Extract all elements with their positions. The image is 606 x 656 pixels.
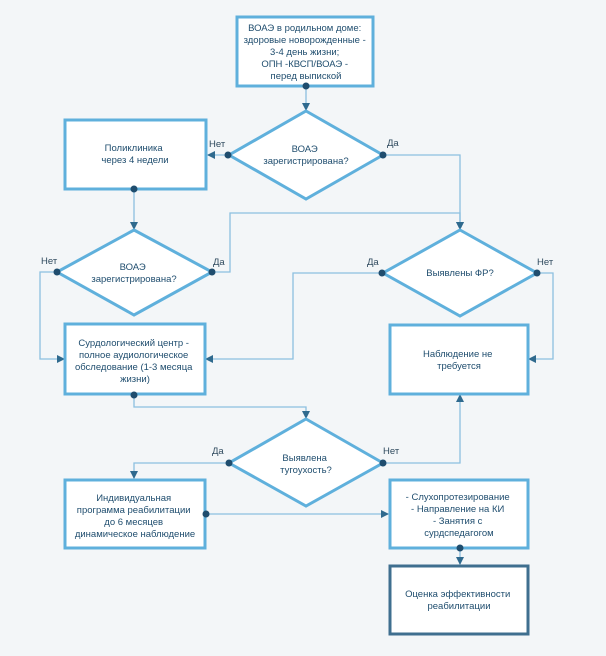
- node-treat-text: - Слухопротезирование - Направление на К…: [406, 492, 513, 539]
- label-d2-yes: Да: [213, 257, 225, 268]
- dot: [456, 544, 464, 552]
- dot: [224, 151, 232, 159]
- edge-d1-yes-to-d3: [383, 154, 464, 230]
- label-d3-yes: Да: [367, 257, 379, 268]
- edge-d2-no-to-surdo: [39, 271, 65, 363]
- node-observe: Наблюдение не требуется: [388, 323, 530, 396]
- node-clinic: Поликлиника через 4 недели: [63, 118, 208, 191]
- node-final-text: Оценка эффективности реабилитации: [405, 589, 513, 612]
- edge-d3-no-to-observe: [528, 272, 554, 363]
- connection-dots: [53, 82, 541, 552]
- label-d2-no: Нет: [41, 256, 58, 267]
- edge-labels: Нет Да Нет Да Да Нет Да Нет: [41, 138, 554, 457]
- label-d4-yes: Да: [212, 446, 224, 457]
- edge-d2-yes-to-d3: [212, 212, 464, 273]
- edge-d4-yes-to-program: [130, 462, 229, 479]
- decision-d2-text: ВОАЭ зарегистрирована?: [91, 262, 176, 285]
- decision-d4: Выявлена тугоухость?: [225, 417, 387, 508]
- decision-d4-text: Выявлена тугоухость?: [280, 453, 332, 476]
- dot: [130, 391, 138, 399]
- label-d3-no: Нет: [537, 257, 554, 268]
- dot: [130, 185, 138, 193]
- edges: [39, 86, 554, 565]
- dot: [379, 459, 387, 467]
- decision-d1: ВОАЭ зарегистрирована?: [225, 109, 387, 201]
- dot: [533, 269, 541, 277]
- decision-d3: Выявлены ФР?: [379, 228, 541, 318]
- node-observe-text: Наблюдение не требуется: [423, 349, 495, 372]
- label-d4-no: Нет: [383, 446, 400, 457]
- label-d1-yes: Да: [387, 138, 399, 149]
- node-program: Индивидуальная программа реабилитации до…: [63, 478, 207, 550]
- dot: [53, 268, 61, 276]
- node-start: ВОАЭ в родильном доме: здоровые новорожд…: [235, 15, 375, 88]
- label-d1-no: Нет: [209, 139, 226, 150]
- node-clinic-text: Поликлиника через 4 недели: [101, 143, 168, 166]
- dot: [302, 82, 310, 90]
- dot: [202, 510, 210, 518]
- node-final: Оценка эффективности реабилитации: [388, 564, 530, 636]
- dot: [208, 268, 216, 276]
- node-treat: - Слухопротезирование - Направление на К…: [388, 478, 530, 550]
- decision-d3-text: Выявлены ФР?: [426, 268, 494, 279]
- node-program-text: Индивидуальная программа реабилитации до…: [75, 493, 195, 540]
- node-start-text: ВОАЭ в родильном доме: здоровые новорожд…: [244, 23, 369, 82]
- decision-d2: ВОАЭ зарегистрирована?: [53, 228, 216, 317]
- dot: [379, 151, 387, 159]
- dot: [378, 269, 386, 277]
- edge-d3-yes-to-surdo: [205, 272, 382, 363]
- edge-d4-no-to-observe: [383, 394, 464, 464]
- node-surdo: Сурдологический центр - полное аудиологи…: [63, 322, 207, 396]
- dot: [225, 459, 233, 467]
- node-surdo-text: Сурдологический центр - полное аудиологи…: [75, 338, 195, 385]
- edge-surdo-to-d4: [133, 395, 310, 419]
- decision-d1-text: ВОАЭ зарегистрирована?: [263, 144, 348, 167]
